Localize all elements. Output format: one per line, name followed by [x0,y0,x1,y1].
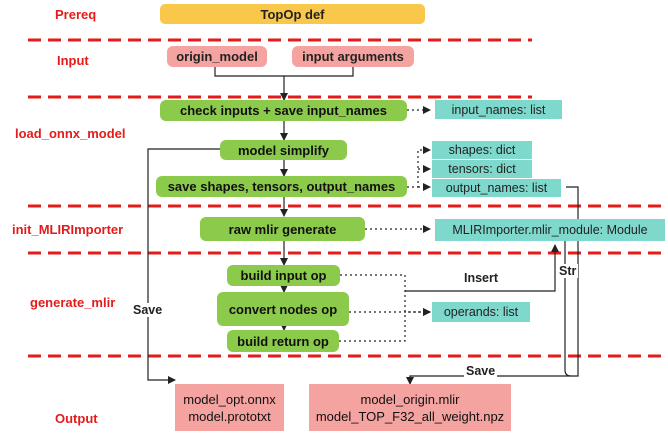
input-arrows [214,66,354,101]
edge-label-insert: Insert [462,271,501,285]
build-input-op-box: build input op [227,265,340,286]
tensors-data: tensors: dict [432,160,532,178]
input-names-data: input_names: list [435,100,562,119]
input-arguments-box: input arguments [292,46,414,67]
section-label-load-onnx-model: load_onnx_model [15,126,126,141]
operands-data: operands: list [432,302,530,322]
model-prototxt-text: model.prototxt [188,408,271,424]
output-names-data: output_names: list [432,179,561,197]
model-opt-onnx-text: model_opt.onnx [183,391,276,407]
section-separators [28,38,668,358]
edge-label-save-bottom: Save [464,364,498,378]
shapes-data: shapes: dict [432,141,532,159]
section-label-input: Input [57,53,89,68]
edge-label-save-left: Save [131,303,165,317]
edge-label-str: Str [557,264,579,278]
section-label-output: Output [55,411,98,426]
mlir-module-data: MLIRImporter.mlir_module: Module [435,219,665,241]
save-left-path [147,148,220,384]
save-shapes-box: save shapes, tensors, output_names [156,176,407,197]
model-simplify-box: model simplify [220,140,347,160]
output-left-box: model_opt.onnx model.prototxt [175,384,284,431]
raw-mlir-generate-box: raw mlir generate [200,217,365,241]
model-origin-mlir-text: model_origin.mlir [360,391,460,407]
build-return-op-box: build return op [227,330,339,352]
convert-nodes-op-box: convert nodes op [217,292,349,326]
section-label-generate-mlir: generate_mlir [30,295,116,310]
right-flow-paths [405,186,579,385]
topop-def-box: TopOp def [160,4,425,24]
model-weight-npz-text: model_TOP_F32_all_weight.npz [315,408,505,424]
origin-model-box: origin_model [167,46,267,67]
section-label-prereq: Prereq [55,7,97,22]
data-links [339,106,431,342]
check-inputs-box: check inputs + save input_names [160,100,407,121]
section-label-init-mlirimporter: init_MLIRImporter [12,222,124,237]
output-right-box: model_origin.mlir model_TOP_F32_all_weig… [309,384,511,431]
